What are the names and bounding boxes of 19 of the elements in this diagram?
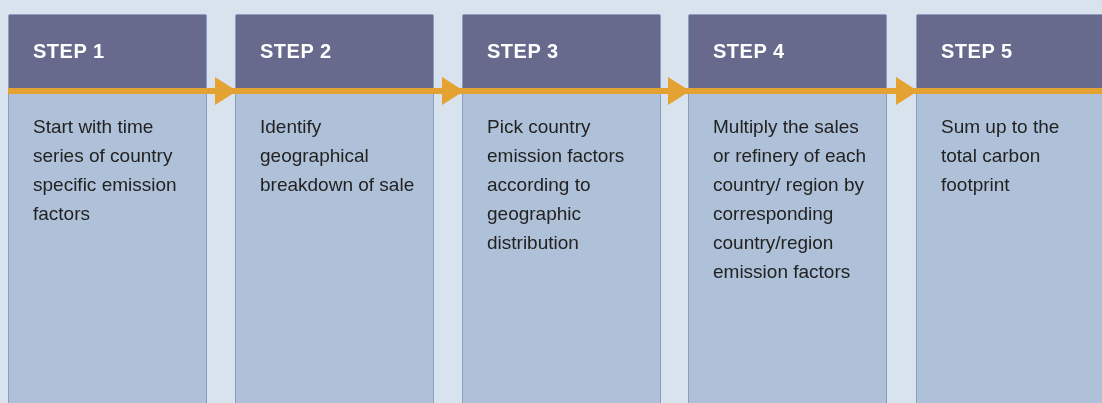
step-heading: STEP 2 <box>260 40 332 63</box>
step-description: Start with time series of country specific emission factors <box>33 115 178 226</box>
step-column <box>916 14 1102 403</box>
step-description: Pick country emission factors according to geographic distribution <box>487 115 626 255</box>
step-column <box>8 14 207 403</box>
arrow <box>661 77 690 105</box>
arrow <box>887 77 918 105</box>
step-heading: STEP 3 <box>487 40 559 63</box>
step-column <box>688 14 887 403</box>
step-column <box>235 14 434 403</box>
step-description: Multiply the sales or refinery of each country/ region by corresponding country/region emission factors <box>713 115 868 284</box>
step-description: Identify geographical breakdown of sale <box>260 115 415 197</box>
arrow <box>207 77 237 105</box>
step-heading: STEP 1 <box>33 40 105 63</box>
step-heading: STEP 4 <box>713 40 785 63</box>
step-column <box>462 14 661 403</box>
arrow <box>434 77 464 105</box>
step-description: Sum up to the total carbon footprint <box>941 115 1061 197</box>
step-heading: STEP 5 <box>941 40 1013 63</box>
